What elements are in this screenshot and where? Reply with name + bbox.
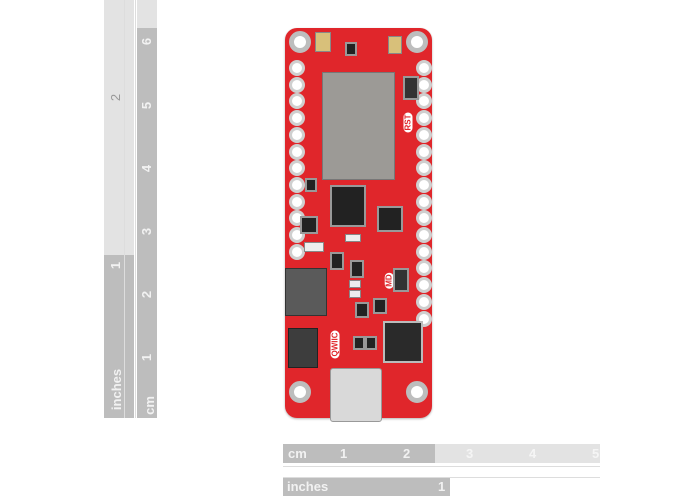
reset-button <box>403 76 419 100</box>
pin-hole <box>289 143 305 160</box>
inch-mark-1: 1 <box>108 261 124 270</box>
cm-mark-6: 6 <box>139 37 155 46</box>
mounting-hole <box>289 381 311 403</box>
wireless-module <box>322 72 395 180</box>
pin-hole <box>416 260 432 277</box>
cm-mark-5: 5 <box>592 446 600 461</box>
cm-mark-4: 4 <box>529 446 537 461</box>
pin-hole <box>416 176 432 193</box>
ic-chip <box>330 185 366 227</box>
pin-hole <box>416 243 432 260</box>
pin-hole <box>416 227 432 243</box>
pin-hole <box>289 93 305 110</box>
horizontal-ruler: cm 1 2 3 4 5 inches 1 <box>283 444 600 496</box>
cm-mark-3: 3 <box>466 446 474 461</box>
mounting-hole <box>289 31 311 53</box>
cm-mark-3: 3 <box>139 227 155 236</box>
cm-strip <box>137 0 157 418</box>
silk-rst: RST <box>403 112 413 133</box>
cm-label: cm <box>141 396 157 415</box>
transistor <box>350 260 364 278</box>
pin-hole <box>416 60 432 76</box>
inch-mark-1: 1 <box>438 479 446 494</box>
inch-label: inches <box>109 368 125 411</box>
ic-chip <box>373 298 387 314</box>
pin-hole <box>416 277 432 294</box>
pin-hole <box>289 76 305 93</box>
pin-hole <box>416 293 432 310</box>
inch-strip <box>104 255 134 418</box>
diode <box>365 336 377 350</box>
ic-chip <box>305 178 317 192</box>
cm-strip-light <box>435 444 600 463</box>
pin-hole <box>289 160 305 177</box>
tick-band <box>283 466 600 478</box>
pin-hole <box>289 60 305 76</box>
cm-mark-5: 5 <box>139 101 155 110</box>
cm-mark-2: 2 <box>403 446 411 461</box>
pin-hole <box>289 110 305 127</box>
vertical-ruler: inches 1 2 cm 1 2 3 4 5 6 <box>104 0 158 420</box>
mounting-hole <box>406 381 428 403</box>
crystal <box>304 242 324 252</box>
ic-chip <box>300 216 318 234</box>
mode-button <box>393 268 409 292</box>
cm-strip <box>283 444 435 463</box>
circuit-board: RST MD QWIIC <box>285 28 432 422</box>
component <box>349 290 361 298</box>
pin-hole <box>416 126 432 143</box>
battery-connector <box>285 268 327 316</box>
inch-mark-2: 2 <box>108 93 124 102</box>
pin-hole <box>416 93 432 110</box>
cm-mark-1: 1 <box>340 446 348 461</box>
pin-hole <box>289 126 305 143</box>
silk-qwiic: QWIIC <box>330 330 340 359</box>
mounting-hole <box>406 31 428 53</box>
cm-label: cm <box>288 446 307 461</box>
antenna-connector <box>315 32 331 52</box>
pin-hole <box>416 143 432 160</box>
debug-header <box>383 321 423 363</box>
pin-hole <box>289 176 305 193</box>
ic-chip <box>345 42 357 56</box>
cm-strip-top <box>137 0 157 28</box>
cm-mark-1: 1 <box>139 353 155 362</box>
inch-ticks <box>124 0 136 418</box>
inch-label: inches <box>287 479 329 494</box>
qwiic-connector <box>288 328 318 368</box>
inch-strip <box>283 478 450 496</box>
pin-hole <box>289 193 305 210</box>
pin-hole <box>416 110 432 127</box>
cm-mark-4: 4 <box>139 164 155 173</box>
usb-c-port <box>330 368 382 422</box>
component <box>345 234 361 242</box>
pin-hole <box>416 160 432 177</box>
ic-chip <box>377 206 403 232</box>
antenna-connector <box>388 36 402 54</box>
pin-hole <box>416 210 432 227</box>
diode <box>353 336 365 350</box>
component <box>349 280 361 288</box>
cm-mark-2: 2 <box>139 290 155 299</box>
pin-hole <box>416 193 432 210</box>
inch-strip-upper <box>104 0 134 255</box>
pin-hole <box>289 243 305 260</box>
transistor <box>330 252 344 270</box>
ic-chip <box>355 302 369 318</box>
